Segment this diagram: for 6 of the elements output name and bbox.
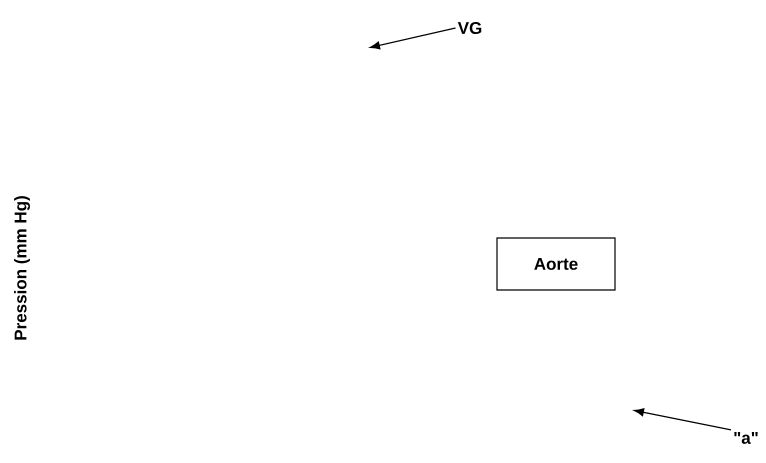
arrow — [370, 27, 456, 50]
axis-label: Pression (mm Hg) — [14, 196, 30, 340]
label-box: Aorte — [496, 237, 616, 291]
arrow — [634, 408, 732, 430]
pointer-label: VG — [458, 22, 482, 34]
pointer-label: "a" — [734, 432, 758, 444]
